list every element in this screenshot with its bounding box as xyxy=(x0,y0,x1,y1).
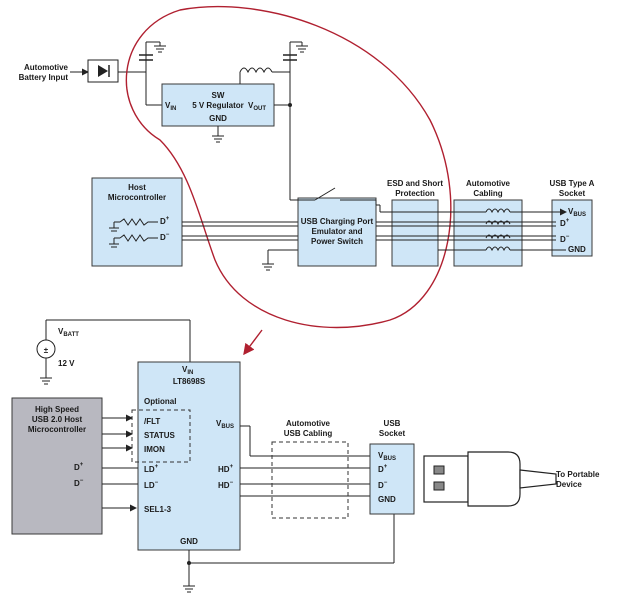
regulator-vout: VOUT xyxy=(248,101,266,112)
usb-plug-graphic xyxy=(423,451,557,507)
chip-name: LT8698S xyxy=(173,377,206,386)
host-micro-label-1: Host xyxy=(128,183,146,192)
usb-socket-label-1: USB xyxy=(384,419,401,428)
charging-port-label-2: Emulator and xyxy=(311,227,362,236)
bottom-section: ± VBATT 12 V High Speed USB 2.0 Host Mic… xyxy=(11,319,600,593)
usb-a-label-2: Socket xyxy=(559,189,586,198)
12v-label: 12 V xyxy=(58,359,75,368)
host-chip-wires xyxy=(102,414,138,512)
cabling-label-1: Automotive xyxy=(466,179,511,188)
usb-cabling-label-2: USB Cabling xyxy=(284,429,333,438)
charging-port-ground xyxy=(262,249,298,271)
portable-device-label-1: To Portable xyxy=(556,470,600,479)
ld-minus-pin: LD− xyxy=(144,480,159,490)
usb-cabling-dashed-box xyxy=(271,441,349,519)
usb-a-vbus: VBUS xyxy=(568,207,586,218)
portable-device-label-2: Device xyxy=(556,480,582,489)
flt-pin: /FLT xyxy=(144,417,160,426)
host-resistors xyxy=(109,218,158,248)
cabling-label-2: Cabling xyxy=(473,189,502,198)
chip-vbus: VBUS xyxy=(216,419,234,430)
battery-input-label-2: Battery Input xyxy=(19,73,69,82)
host-dplus-label: D+ xyxy=(160,216,170,226)
input-capacitor xyxy=(139,41,166,105)
highlight-oval xyxy=(125,5,452,329)
diode-symbol xyxy=(87,59,119,83)
esd-protection-box xyxy=(391,199,439,267)
regulator-title: 5 V Regulator xyxy=(192,101,244,110)
usb-cabling-label-1: Automotive xyxy=(286,419,331,428)
usb-socket-box xyxy=(369,443,415,515)
optional-dashed-box xyxy=(131,409,191,463)
automotive-cabling-box xyxy=(453,199,523,267)
hd-minus-pin: HD− xyxy=(218,480,234,490)
imon-pin: IMON xyxy=(144,445,165,454)
top-output-lines xyxy=(376,204,567,252)
usb-a-gnd: GND xyxy=(568,245,586,254)
esd-label-2: Protection xyxy=(395,189,435,198)
chip-gnd: GND xyxy=(180,537,198,546)
status-pin: STATUS xyxy=(144,431,175,440)
sel-pin: SEL1-3 xyxy=(144,505,172,514)
host-dminus: D− xyxy=(74,478,84,488)
usb-type-a-socket-box xyxy=(551,199,593,257)
ld-plus-pin: LD+ xyxy=(144,464,159,474)
charging-port-label-3: Power Switch xyxy=(311,237,363,246)
socket-vbus: VBUS xyxy=(378,451,396,462)
socket-dplus: D+ xyxy=(378,464,388,474)
usb-charging-port-box xyxy=(297,197,377,267)
output-capacitor xyxy=(274,41,308,200)
battery-symbol: ± xyxy=(44,346,49,355)
chip-vin: VIN xyxy=(182,365,193,376)
high-speed-host-box xyxy=(11,397,103,535)
regulator-vin: VIN xyxy=(165,101,176,112)
usb-a-dplus: D+ xyxy=(560,218,570,228)
usb-socket-label-2: Socket xyxy=(379,429,406,438)
esd-label-1: ESD and Short xyxy=(387,179,443,188)
regulator-gnd: GND xyxy=(209,114,227,123)
charging-port-label-1: USB Charging Port xyxy=(301,217,374,226)
battery-input-label-1: Automotive xyxy=(24,63,69,72)
usb-a-label-1: USB Type A xyxy=(550,179,595,188)
inductor-symbol xyxy=(239,67,290,84)
host-microcontroller-box xyxy=(91,177,183,267)
lt8698s-chip-box xyxy=(137,361,241,551)
host-dminus-label: D− xyxy=(160,232,170,242)
regulator-ground-symbol xyxy=(212,126,224,143)
usb-a-dminus: D− xyxy=(560,234,570,244)
socket-dminus: D− xyxy=(378,480,388,490)
host-label-3: Microcontroller xyxy=(28,425,86,434)
optional-label: Optional xyxy=(144,397,176,406)
switch-symbol xyxy=(290,187,377,205)
highlight-arrow xyxy=(243,329,263,356)
host-label-2: USB 2.0 Host xyxy=(32,415,83,424)
battery-12v: ± xyxy=(36,319,191,385)
hd-plus-pin: HD+ xyxy=(218,464,234,474)
regulator-sw: SW xyxy=(212,91,225,100)
chip-ground-symbol xyxy=(183,514,395,593)
host-dplus: D+ xyxy=(74,462,84,472)
top-section: Automotive Battery Input SW 5 V Regulato… xyxy=(19,5,595,356)
top-data-lines xyxy=(182,221,298,241)
vbatt-label: VBATT xyxy=(58,327,79,338)
host-micro-label-2: Microcontroller xyxy=(108,193,166,202)
socket-gnd: GND xyxy=(378,495,396,504)
host-label-1: High Speed xyxy=(35,405,79,414)
